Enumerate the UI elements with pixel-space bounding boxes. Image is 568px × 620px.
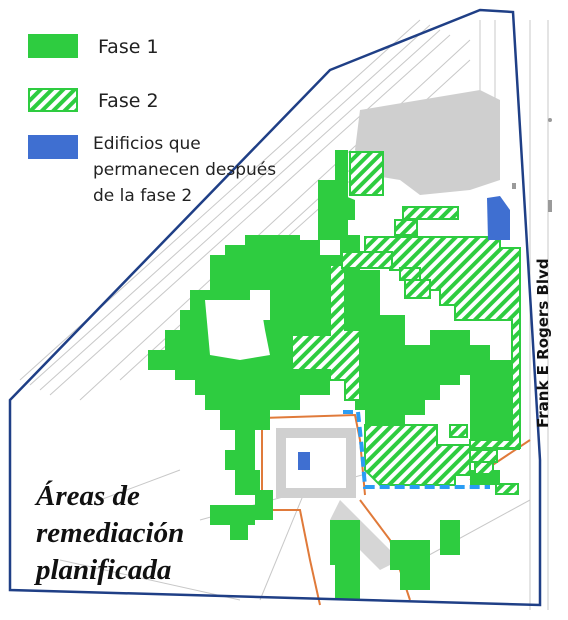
legend-buildings-label-line1: Edificios que — [93, 134, 201, 154]
map-title-line3: planificada — [36, 554, 172, 586]
paved-areas — [276, 90, 500, 570]
legend-buildings-label-line2: permanecen después — [93, 160, 277, 180]
legend-phase2-swatch — [28, 88, 78, 112]
legend-buildings-swatch — [28, 135, 78, 159]
site-boundary — [8, 8, 542, 607]
legend-phase1-label: Fase 1 — [98, 36, 159, 58]
map-details — [512, 118, 552, 212]
legend-buildings-label-line3: de la fase 2 — [93, 186, 193, 206]
phase2-areas — [291, 151, 521, 495]
legend-phase1-swatch — [28, 34, 78, 58]
remaining-buildings — [298, 196, 510, 470]
street-label: Frank E Rogers Blvd — [534, 258, 552, 428]
map-title-line2: remediación — [36, 517, 185, 549]
legend-phase2-label: Fase 2 — [98, 90, 159, 112]
dashed-boundary — [343, 410, 490, 489]
map-title-line1: Áreas de — [36, 480, 140, 512]
